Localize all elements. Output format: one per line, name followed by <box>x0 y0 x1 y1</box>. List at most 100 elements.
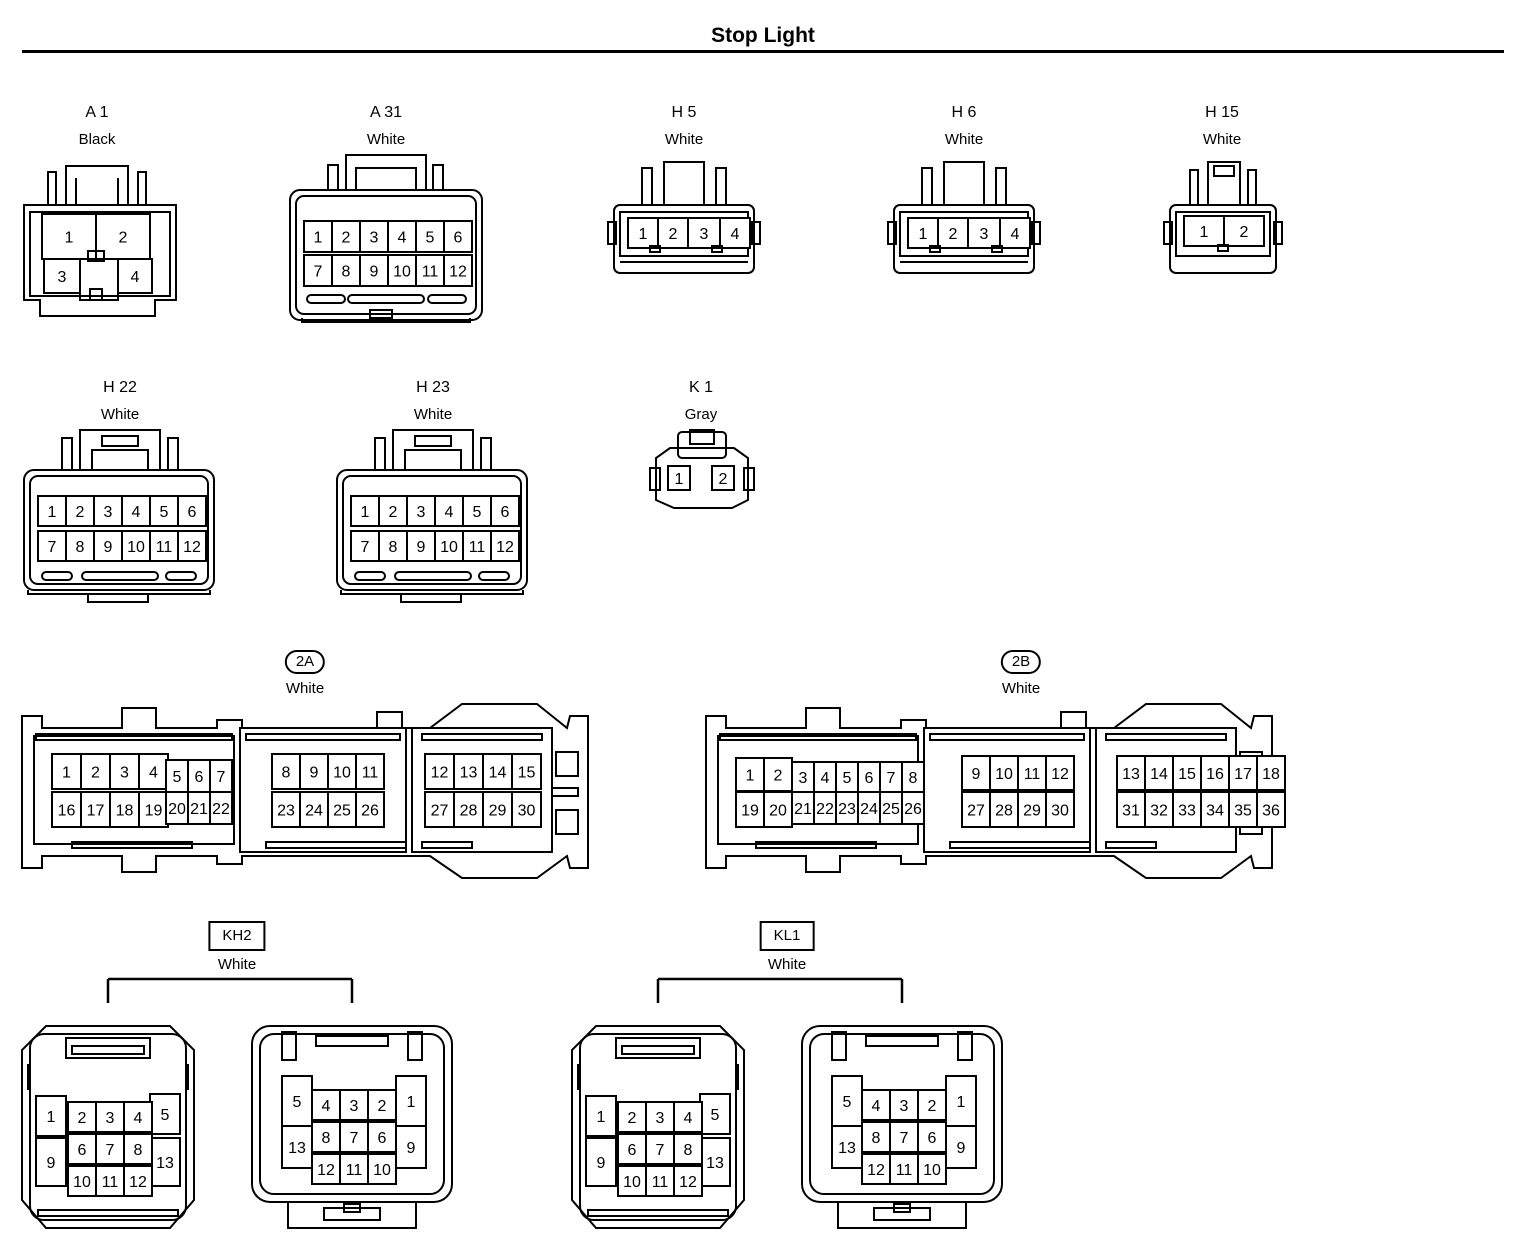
pin-number: 7 <box>350 1130 359 1147</box>
pin-number: 11 <box>652 1174 669 1191</box>
connector-outline <box>837 1202 967 1229</box>
connector-color-h6: White <box>944 131 984 148</box>
pin-number: 24 <box>860 801 878 818</box>
pin-cell <box>355 791 385 828</box>
pin-number: 28 <box>995 803 1013 820</box>
pin-cell <box>511 791 542 828</box>
pin-cell <box>367 1153 397 1185</box>
pin-number: 5 <box>843 770 852 787</box>
pin-cell <box>359 254 389 287</box>
pin-number: 4 <box>322 1098 331 1115</box>
pin-cell <box>763 757 793 792</box>
connector-outline <box>251 1025 453 1203</box>
pin-cell <box>95 1101 125 1133</box>
pin-number: 4 <box>1011 226 1020 243</box>
pin-cell <box>311 1089 341 1121</box>
pin-cell <box>149 1137 181 1187</box>
pin-number: 29 <box>1023 803 1041 820</box>
pin-cell <box>917 1089 947 1121</box>
bracket-kl1 <box>656 977 904 1003</box>
pin-number: 6 <box>195 769 204 786</box>
pin-cell <box>937 217 969 249</box>
pin-cell <box>434 495 464 527</box>
connector-outline <box>655 447 749 509</box>
pin-cell <box>617 1133 647 1165</box>
connector-outline <box>677 431 727 459</box>
pin-cell <box>719 217 751 249</box>
connector-outline <box>711 245 723 253</box>
connector-outline <box>61 429 179 470</box>
connector-outline <box>929 733 1085 741</box>
pin-number: 11 <box>102 1174 119 1191</box>
pin-cell <box>378 530 408 562</box>
pin-number: 10 <box>127 539 145 556</box>
pin-number: 27 <box>431 803 449 820</box>
connector-outline <box>587 1209 729 1217</box>
pin-cell <box>121 530 151 562</box>
pin-number: 1 <box>62 765 71 782</box>
pin-number: 8 <box>909 770 918 787</box>
pin-number: 24 <box>305 803 323 820</box>
pin-number: 7 <box>900 1130 909 1147</box>
connector-outline <box>65 1037 151 1059</box>
pin-number: 18 <box>116 803 134 820</box>
connector-outline <box>421 841 473 849</box>
pin-number: 7 <box>217 769 226 786</box>
connector-outline <box>287 1202 417 1229</box>
pin-number: 4 <box>821 770 830 787</box>
connector-outline <box>579 1033 737 1221</box>
pin-number: 10 <box>373 1162 391 1179</box>
connector-outline <box>1031 221 1041 245</box>
connector-outline <box>347 294 425 304</box>
connector-code-a31: A 31 <box>369 104 403 121</box>
pin-number: 3 <box>120 765 129 782</box>
pin-cell <box>395 1125 427 1169</box>
connector-outline <box>289 189 483 321</box>
connector-code-2a: 2A <box>284 650 326 674</box>
pin-number: 10 <box>440 539 458 556</box>
pin-number: 13 <box>460 765 478 782</box>
pin-cell <box>51 791 82 828</box>
pin-cell <box>43 258 81 294</box>
pin-cell <box>699 1093 731 1135</box>
pin-number: 1 <box>919 226 928 243</box>
pin-number: 7 <box>106 1142 115 1159</box>
connector-outline <box>295 195 477 315</box>
connector-outline <box>641 161 727 205</box>
pin-cell <box>1045 791 1075 828</box>
pin-number: 2 <box>389 504 398 521</box>
pin-number: 29 <box>489 803 507 820</box>
pin-number: 9 <box>310 765 319 782</box>
title-rule <box>22 50 1504 53</box>
pin-cell <box>617 1165 647 1197</box>
connector-outline <box>37 1209 179 1217</box>
pin-number: 34 <box>1206 803 1224 820</box>
connector-outline <box>23 204 177 317</box>
connector-code-h23: H 23 <box>416 379 450 396</box>
pin-number: 9 <box>972 766 981 783</box>
pin-number: 12 <box>867 1162 885 1179</box>
pin-number: 7 <box>887 770 896 787</box>
connector-outline <box>29 475 209 585</box>
connector-outline <box>1175 211 1271 257</box>
pin-number: 1 <box>597 1109 606 1126</box>
pin-number: 25 <box>333 803 351 820</box>
pin-cell <box>490 530 520 562</box>
connector-outline <box>71 1045 145 1055</box>
pin-cell <box>687 217 721 249</box>
pin-number: 22 <box>816 801 834 818</box>
pin-number: 6 <box>865 770 874 787</box>
pin-number: 16 <box>58 803 76 820</box>
connector-outline <box>265 841 407 849</box>
connector-color-h23: White <box>413 406 453 423</box>
pin-number: 1 <box>48 504 57 521</box>
pin-number: 17 <box>87 803 105 820</box>
pin-cell <box>67 1165 97 1197</box>
pin-number: 10 <box>623 1174 641 1191</box>
pin-cell <box>331 254 361 287</box>
pin-number: 2 <box>928 1098 937 1115</box>
